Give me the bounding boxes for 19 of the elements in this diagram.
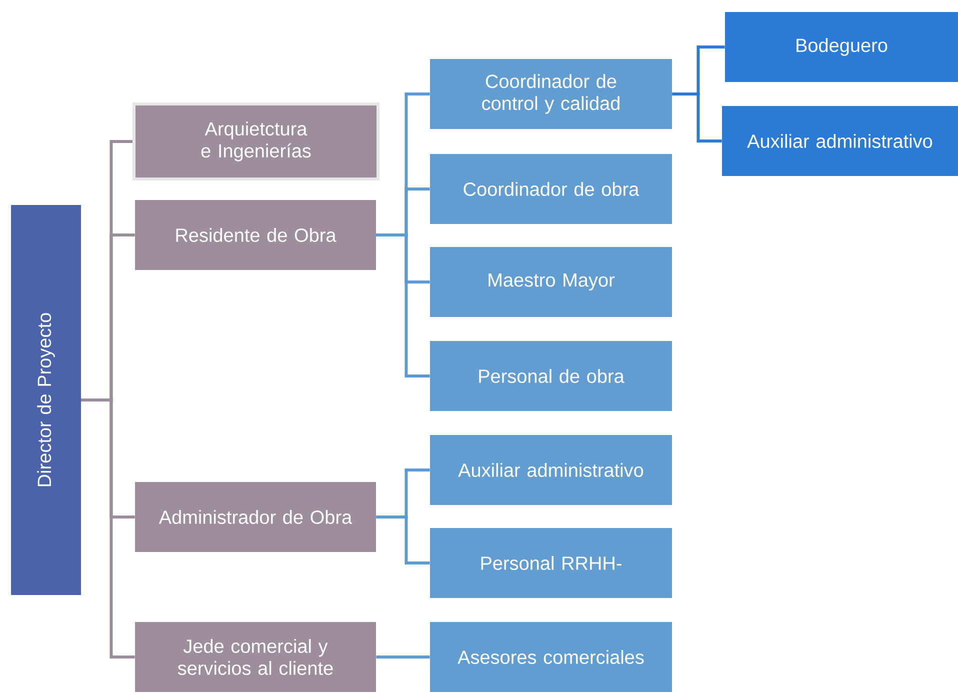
- connector-line: [376, 516, 430, 564]
- role-box: Auxiliar administrativo: [430, 435, 672, 505]
- role-box: Coordinador de obra: [430, 154, 672, 224]
- connector-line: [376, 656, 430, 658]
- title-bar: Director de Proyecto: [11, 205, 81, 595]
- connector-line: [376, 234, 430, 378]
- role-box: Bodeguero: [725, 12, 958, 82]
- department-box: Arquietctura e Ingenierías: [132, 102, 380, 180]
- role-box: Asesores comerciales: [430, 622, 672, 692]
- department-box: Residente de Obra: [135, 200, 376, 270]
- connector-line: [81, 398, 135, 658]
- role-box: Coordinador de control y calidad: [430, 59, 672, 129]
- connector-line: [672, 92, 722, 142]
- department-box: Jede comercial y servicios al cliente: [135, 622, 376, 692]
- role-box: Maestro Mayor: [430, 247, 672, 317]
- role-box: Auxiliar administrativo: [722, 106, 958, 176]
- role-box: Personal RRHH-: [430, 528, 672, 598]
- role-box: Personal de obra: [430, 341, 672, 411]
- department-box: Administrador de Obra: [135, 482, 376, 552]
